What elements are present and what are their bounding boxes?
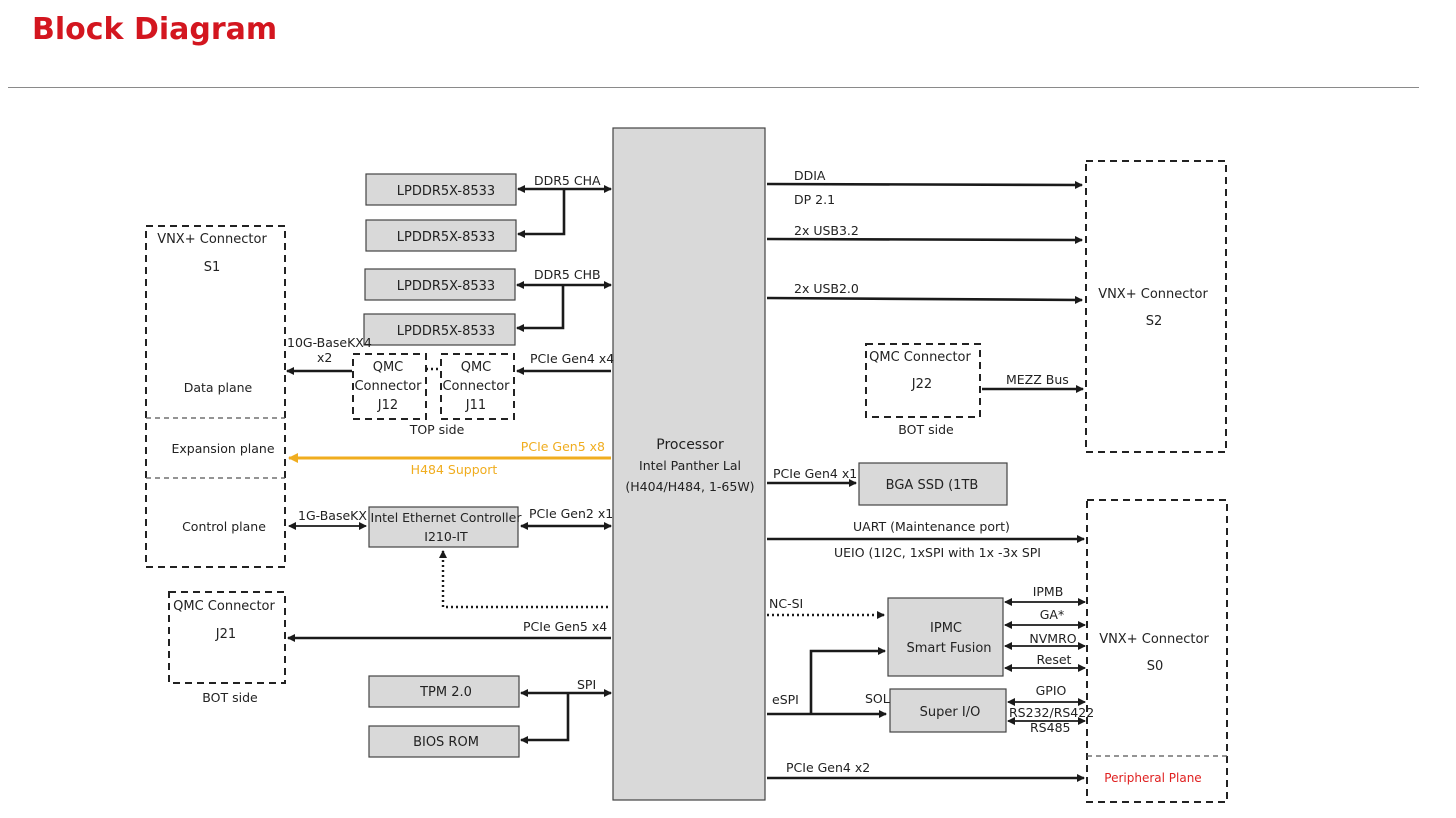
data-plane-label: Data plane	[184, 380, 253, 395]
ueio-label: UEIO (1I2C, 1xSPI with 1x -3x SPI	[834, 545, 1041, 560]
memory-chip-label: LPDDR5X-8533	[397, 230, 495, 245]
j22-id: J22	[911, 377, 932, 392]
j12-line2: Connector	[354, 379, 422, 394]
s1-title: VNX+ Connector	[157, 232, 267, 247]
sol-label: SOL	[865, 691, 890, 706]
title-divider	[8, 87, 1419, 88]
spi-label: SPI	[577, 677, 596, 692]
qmc-connector-j12: QMC Connector J12	[352, 353, 427, 420]
ddia-link	[766, 180, 1083, 189]
ipmc-title: IPMC	[930, 621, 962, 636]
j21-title: QMC Connector	[173, 599, 275, 614]
mezz-bus-label: MEZZ Bus	[1006, 372, 1069, 387]
pcie-gen4-x1-label: PCIe Gen4 x1	[773, 466, 857, 481]
pcie-gen2-x1-label: PCIe Gen2 x1	[529, 506, 613, 521]
pcie-gen5-x4-label: PCIe Gen5 x4	[523, 619, 607, 634]
pcie-gen4-x2-label: PCIe Gen4 x2	[786, 760, 870, 775]
rs485-label: RS485	[1030, 720, 1070, 735]
qmc-top-caption: TOP side	[409, 422, 465, 437]
j12-line1: QMC	[373, 360, 404, 375]
memory-chip-2: LPDDR5X-8533	[365, 219, 517, 252]
tpm-block: TPM 2.0	[368, 675, 520, 708]
super-io-label: Super I/O	[920, 705, 981, 720]
gpio-label: GPIO	[1036, 683, 1067, 698]
ncsi-label: NC-SI	[769, 596, 803, 611]
usb32-link	[766, 235, 1083, 244]
spi-branch	[520, 693, 570, 744]
processor-block: Processor Intel Panther Lal (H404/H484, …	[612, 127, 766, 801]
ddr-chb-label: DDR5 CHB	[534, 267, 601, 282]
usb20-link	[766, 295, 1083, 304]
basekx-label: 1G-BaseKX	[298, 508, 367, 523]
ssd-label: BGA SSD (1TB	[886, 478, 979, 493]
nvmro-label: NVMRO	[1029, 631, 1076, 646]
ethernet-model: I210-IT	[424, 529, 468, 544]
vnx-connector-s2: VNX+ Connector S2	[1085, 160, 1227, 453]
bga-ssd-block: BGA SSD (1TB	[858, 462, 1008, 506]
control-plane-label: Control plane	[182, 519, 266, 534]
kx4-label: 10G-BaseKX4	[287, 335, 372, 350]
ddr-chb-branch	[516, 285, 565, 332]
ddr-cha-branch	[517, 189, 566, 238]
j11-line2: Connector	[442, 379, 510, 394]
qmc-connector-j22: QMC Connector J22 BOT side	[865, 343, 981, 437]
uart-label: UART (Maintenance port)	[853, 519, 1010, 534]
j22-title: QMC Connector	[869, 350, 971, 365]
j22-caption: BOT side	[898, 422, 954, 437]
usb20-label: 2x USB2.0	[794, 281, 859, 296]
j21-id: J21	[215, 627, 236, 642]
reset-label: Reset	[1037, 652, 1072, 667]
s2-title: VNX+ Connector	[1098, 287, 1208, 302]
j11-line1: QMC	[461, 360, 492, 375]
ipmc-subtitle: Smart Fusion	[906, 641, 991, 656]
j21-caption: BOT side	[202, 690, 258, 705]
s2-id: S2	[1146, 314, 1163, 329]
ethernet-controller: Intel Ethernet Controller I210-IT	[368, 506, 523, 548]
processor-sku: (H404/H484, 1-65W)	[625, 479, 754, 494]
kx4-count-label: x2	[317, 350, 332, 365]
ipmb-label: IPMB	[1033, 584, 1064, 599]
espi-branch	[809, 647, 886, 714]
memory-chip-label: LPDDR5X-8533	[397, 324, 495, 339]
espi-label: eSPI	[772, 692, 799, 707]
rs232-label: RS232/RS422	[1009, 705, 1094, 720]
vnx-connector-s1: VNX+ Connector S1 Data plane Expansion p…	[145, 225, 286, 568]
memory-chip-3: LPDDR5X-8533	[364, 268, 516, 301]
pcie-gen4-x4-label: PCIe Gen4 x4	[530, 351, 614, 366]
tpm-label: TPM 2.0	[419, 685, 472, 700]
ddr-cha-label: DDR5 CHA	[534, 173, 601, 188]
memory-chip-label: LPDDR5X-8533	[397, 184, 495, 199]
ga-label: GA*	[1040, 607, 1065, 622]
h484-support-label: H484 Support	[411, 462, 498, 477]
bios-label: BIOS ROM	[413, 735, 479, 750]
pcie-gen5-x8-label: PCIe Gen5 x8	[521, 439, 605, 454]
j12-line3: J12	[377, 398, 398, 413]
dp-label: DP 2.1	[794, 192, 835, 207]
expansion-plane-label: Expansion plane	[171, 441, 274, 456]
page-title: Block Diagram	[32, 12, 278, 47]
processor-model: Intel Panther Lal	[639, 458, 741, 473]
vnx-connector-s0: VNX+ Connector S0 Peripheral Plane	[1086, 499, 1228, 803]
ddia-label: DDIA	[794, 168, 826, 183]
s0-id: S0	[1147, 659, 1164, 674]
qmc-connector-j21: QMC Connector J21 BOT side	[168, 591, 286, 705]
memory-chip-4: LPDDR5X-8533	[363, 313, 516, 346]
s1-id: S1	[204, 260, 221, 275]
qmc-connector-j11: QMC Connector J11	[440, 353, 515, 420]
memory-chip-label: LPDDR5X-8533	[397, 279, 495, 294]
ethernet-title: Intel Ethernet Controller	[371, 510, 523, 525]
memory-chip-1: LPDDR5X-8533	[365, 173, 517, 206]
ncsi-ethernet-link	[439, 550, 608, 609]
processor-title: Processor	[656, 437, 724, 453]
super-io-block: Super I/O	[889, 688, 1007, 733]
s0-title: VNX+ Connector	[1099, 632, 1209, 647]
usb32-label: 2x USB3.2	[794, 223, 859, 238]
peripheral-plane-label: Peripheral Plane	[1104, 771, 1201, 785]
ipmc-block: IPMC Smart Fusion	[887, 597, 1004, 677]
j11-line3: J11	[465, 398, 486, 413]
bios-rom-block: BIOS ROM	[368, 725, 520, 758]
